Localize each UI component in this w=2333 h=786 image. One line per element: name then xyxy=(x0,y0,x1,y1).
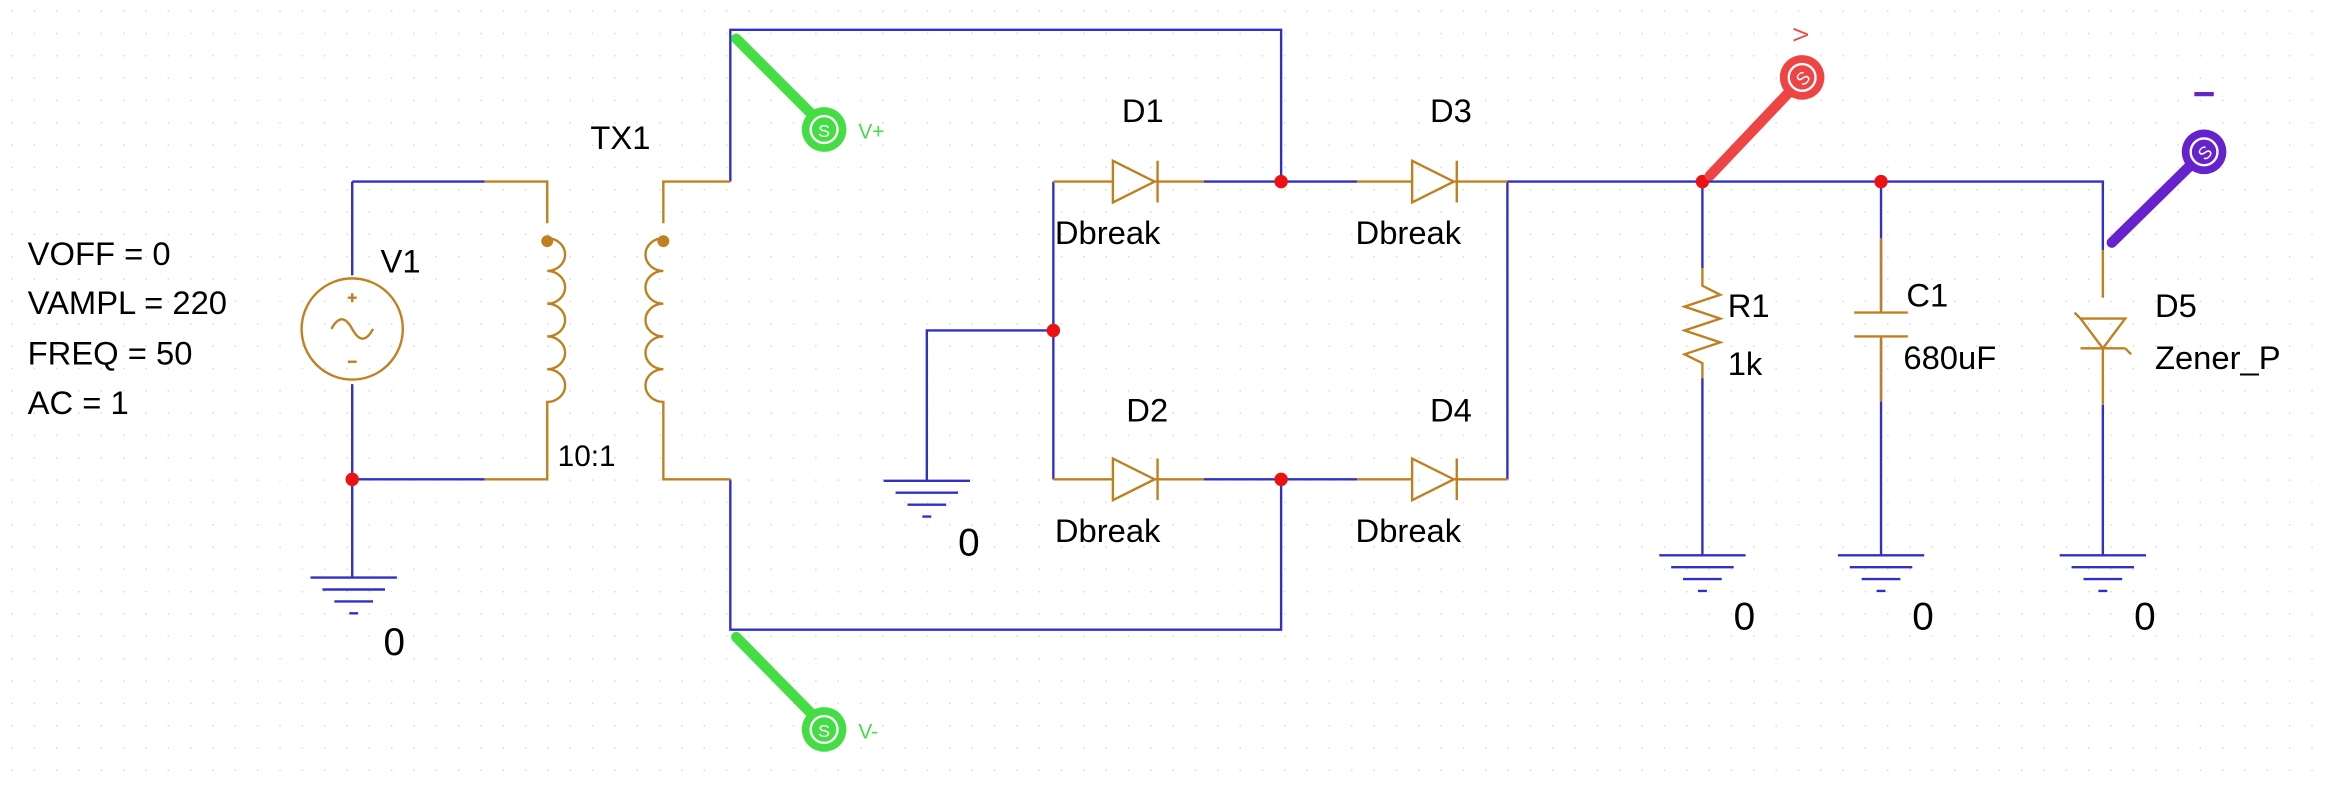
transformer-tx1 xyxy=(484,180,731,481)
capacitor-ref: C1 xyxy=(1906,277,1948,314)
probe-head xyxy=(801,107,847,152)
param-voff: VOFF = 0 xyxy=(28,235,171,272)
probe-head xyxy=(1779,55,1825,100)
diode-d4-symbol xyxy=(1357,456,1508,503)
voltage-source-v1 xyxy=(300,277,405,381)
diode-d2-symbol xyxy=(1053,456,1204,503)
probe-head xyxy=(2181,129,2227,175)
probe-v-minus[interactable]: S V- xyxy=(731,631,878,752)
probe-ring xyxy=(809,114,839,145)
probe-s-icon: S xyxy=(818,721,830,741)
capacitor-value: 680uF xyxy=(1903,339,1996,376)
param-vampl: VAMPL = 220 xyxy=(28,284,227,321)
probe-stem xyxy=(1704,81,1800,181)
probe-label: V xyxy=(1790,28,1813,42)
probe-ring xyxy=(1787,62,1817,92)
diode-d1-ref: D1 xyxy=(1122,92,1164,129)
wire-secondary-bottom xyxy=(729,479,1283,631)
probe-label: V+ xyxy=(858,120,884,143)
probe-stem xyxy=(731,631,827,729)
components xyxy=(300,158,2132,503)
capacitor-c1-symbol xyxy=(1854,238,1908,402)
ground-symbol xyxy=(1837,554,1925,593)
wire-v1-top xyxy=(351,180,485,276)
ground-symbol xyxy=(1659,554,1746,593)
zener-ref: D5 xyxy=(2155,287,2197,324)
diode-d3-ref: D3 xyxy=(1430,92,1472,129)
ground-symbol xyxy=(310,576,397,615)
ground-label: 0 xyxy=(1734,596,1756,639)
probe-label: V- xyxy=(858,720,878,743)
junction-dots xyxy=(345,174,1888,487)
probe-ring xyxy=(2189,137,2219,167)
ground-labels: 0 0 0 0 0 xyxy=(383,521,2155,664)
junction-dot xyxy=(345,472,359,487)
probe-s-icon: S xyxy=(818,121,830,141)
probe-head xyxy=(801,707,847,752)
junction-dot xyxy=(1274,174,1288,189)
junction-dot xyxy=(1046,323,1061,338)
polarity-dot xyxy=(541,235,554,248)
diode-d1-symbol xyxy=(1053,158,1204,205)
transformer-ref: TX1 xyxy=(590,119,650,156)
probe-differential-minus[interactable]: S − xyxy=(2106,73,2227,248)
source-ref: V1 xyxy=(381,242,421,279)
diode-d4-model: Dbreak xyxy=(1356,512,1462,549)
sine-symbol xyxy=(330,318,375,340)
wire-secondary-top xyxy=(729,28,1283,182)
ground-symbol xyxy=(2059,554,2147,593)
source-params: VOFF = 0 VAMPL = 220 FREQ = 50 AC = 1 xyxy=(28,235,227,421)
diode-d3-symbol xyxy=(1357,158,1508,205)
ground-label: 0 xyxy=(1912,596,1934,639)
resistor-r1-symbol xyxy=(1680,267,1725,379)
secondary-winding xyxy=(644,180,731,481)
diode-d4-ref: D4 xyxy=(1430,391,1472,428)
junction-dot xyxy=(1274,472,1288,487)
ground-label: 0 xyxy=(383,621,405,664)
probe-ring xyxy=(809,714,839,745)
ground-label: 0 xyxy=(958,521,980,564)
transformer-ratio: 10:1 xyxy=(558,440,616,473)
probe-stem xyxy=(2106,155,2201,248)
probe-stem xyxy=(731,33,827,129)
ground-symbols xyxy=(310,479,2147,615)
zener-model: Zener_P xyxy=(2155,339,2281,376)
probe-v-plus[interactable]: S V+ xyxy=(731,33,884,152)
probe-label: − xyxy=(2193,73,2216,116)
diode-d2-ref: D2 xyxy=(1126,391,1168,428)
wire-bridge-ground xyxy=(925,329,1054,481)
zener-d5-symbol xyxy=(2073,250,2132,405)
polarity-dot xyxy=(657,235,670,248)
ground-label: 0 xyxy=(2134,596,2156,639)
primary-winding xyxy=(484,180,567,481)
junction-dot xyxy=(1874,174,1888,189)
resistor-value: 1k xyxy=(1728,345,1763,382)
ground-symbol xyxy=(883,479,970,518)
param-ac: AC = 1 xyxy=(28,384,129,421)
param-freq: FREQ = 50 xyxy=(28,335,193,372)
diode-d1-model: Dbreak xyxy=(1055,214,1161,251)
diode-d3-model: Dbreak xyxy=(1356,214,1462,251)
probe-v-out[interactable]: S V xyxy=(1704,28,1825,181)
diode-d2-model: Dbreak xyxy=(1055,512,1161,549)
resistor-ref: R1 xyxy=(1728,287,1770,324)
